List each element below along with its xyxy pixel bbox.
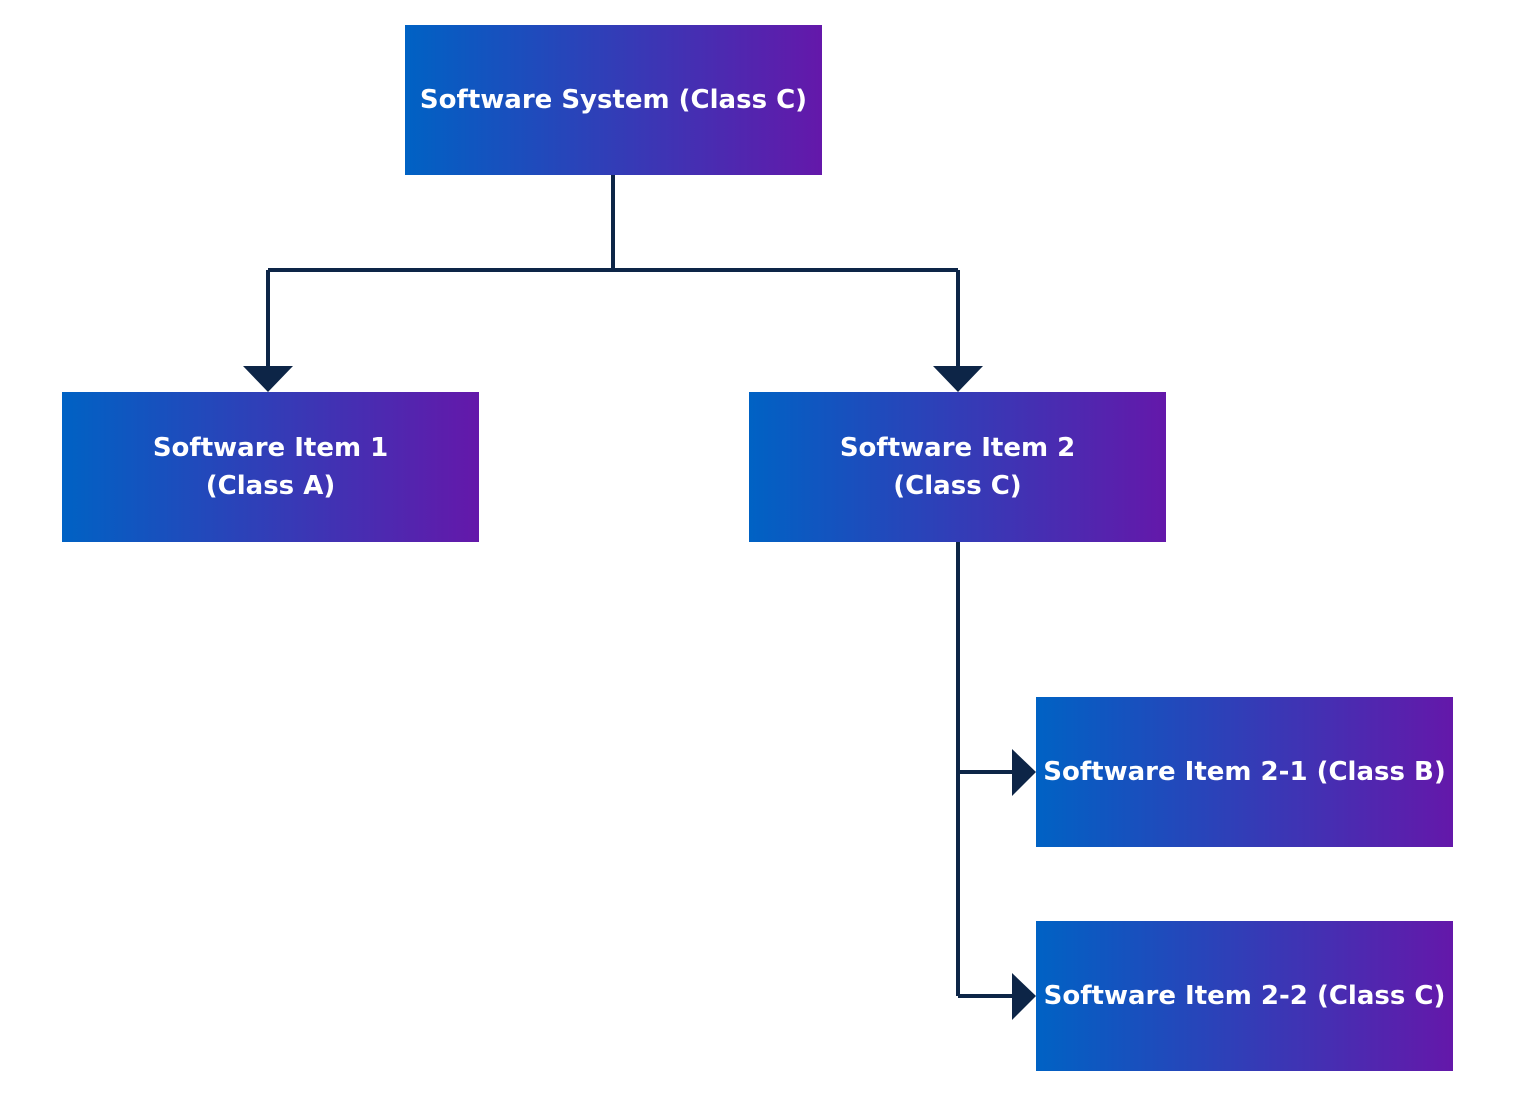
node-software-item-2: Software Item 2 (Class C) <box>749 392 1166 542</box>
node-software-item-1: Software Item 1 (Class A) <box>62 392 479 542</box>
arrow-right-item21 <box>1012 749 1036 796</box>
node-label-line1: Software Item 1 <box>152 433 389 463</box>
arrow-down-item2 <box>933 366 983 392</box>
arrow-down-item1 <box>243 366 293 392</box>
node-label-line1: Software Item 2 <box>839 433 1076 463</box>
node-label-line2: (Class A) <box>205 471 336 501</box>
arrow-right-item22 <box>1012 973 1036 1020</box>
node-label-line1: Software Item 2-1 (Class B) <box>1043 757 1446 787</box>
node-label-line2: (Class C) <box>893 471 1022 501</box>
connector-root-to-children <box>266 175 960 368</box>
node-label-line1: Software System (Class C) <box>419 85 808 115</box>
node-software-item-2-2: Software Item 2-2 (Class C) <box>1036 921 1453 1071</box>
connector-item2-to-children <box>956 542 1014 998</box>
node-label-line1: Software Item 2-2 (Class C) <box>1043 981 1446 1011</box>
node-software-item-2-1: Software Item 2-1 (Class B) <box>1036 697 1453 847</box>
node-software-system: Software System (Class C) <box>405 25 822 175</box>
